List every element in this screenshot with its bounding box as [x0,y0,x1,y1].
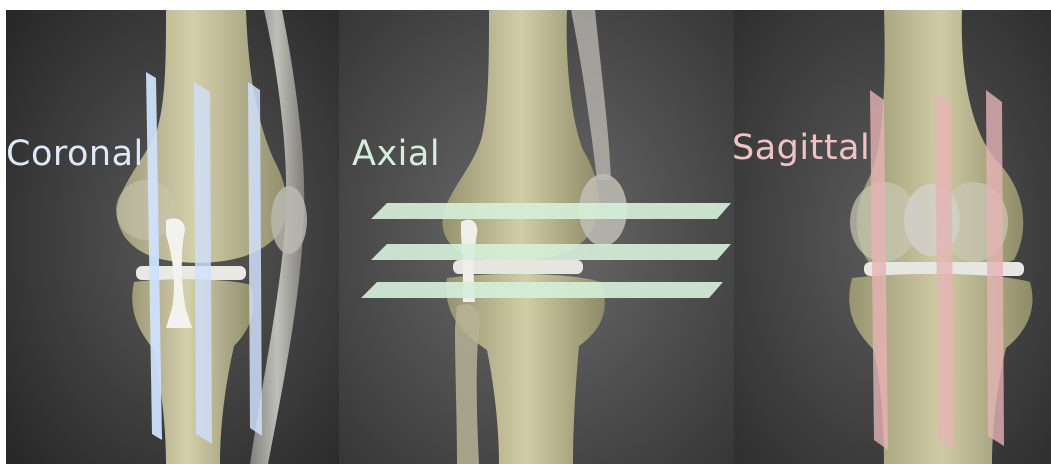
axial-panel: Axial [339,10,734,464]
coronal-label: Coronal [6,134,144,174]
coronal-plane-3 [248,82,262,436]
patella-bone [271,186,307,254]
axial-illustration [339,10,734,464]
axial-plane-1 [371,203,731,219]
coronal-plane-2 [194,82,212,444]
coronal-panel: Coronal [6,10,339,464]
sagittal-label: Sagittal [734,128,870,168]
sagittal-panel: Sagittal [734,10,1051,464]
sagittal-plane-3 [986,90,1004,446]
axial-plane-2 [371,244,731,260]
sagittal-illustration [734,10,1051,464]
fibula-bone [455,304,480,464]
axial-planes [361,203,731,298]
axial-label: Axial [352,134,440,174]
axial-plane-3 [361,282,723,298]
sagittal-plane-2 [935,92,954,450]
coronal-illustration [6,10,339,464]
